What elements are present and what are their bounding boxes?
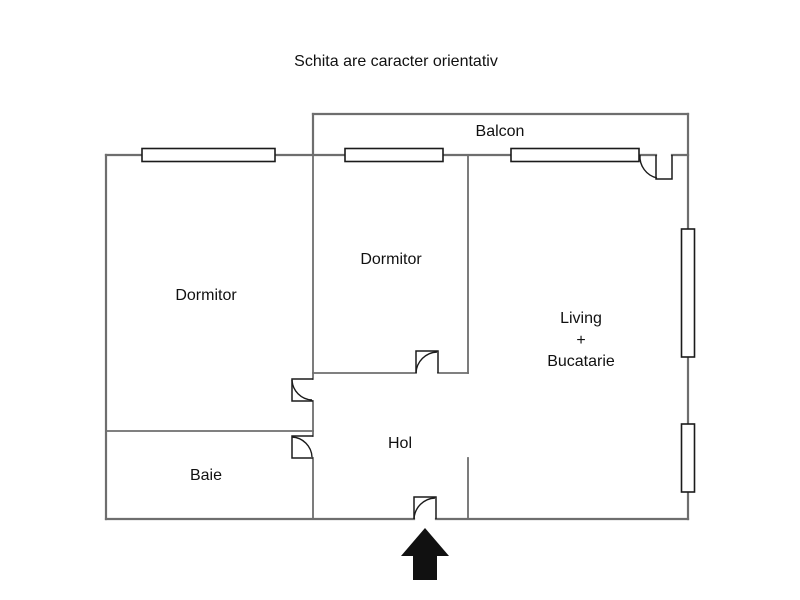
room-label-living: Living xyxy=(560,310,602,327)
doors xyxy=(291,154,673,520)
door-baie-jamb xyxy=(291,435,313,459)
door-dormitor-left xyxy=(291,378,313,402)
room-labels: Dormitor Dormitor Balcon Living + Bucata… xyxy=(175,123,615,484)
door-dormitor-mid-jamb xyxy=(415,350,439,373)
door-balcony-living-arc xyxy=(639,154,658,179)
room-label-hol: Hol xyxy=(388,435,412,452)
windows xyxy=(141,147,696,493)
door-entrance-jamb xyxy=(413,496,437,519)
door-dormitor-mid xyxy=(415,350,439,374)
room-label-balcon: Balcon xyxy=(476,123,525,140)
door-entrance-arc xyxy=(413,497,436,520)
door-baie-arc xyxy=(291,436,313,458)
room-label-dormitor-left: Dormitor xyxy=(175,287,237,304)
door-dormitor-left-arc xyxy=(291,379,313,401)
room-label-living-plus: + xyxy=(576,332,585,349)
door-balcony-living-jamb xyxy=(655,155,673,180)
door-dormitor-mid-arc xyxy=(415,351,438,374)
window-living-right-upper xyxy=(680,228,696,358)
window-dormitor-mid xyxy=(344,147,444,163)
page-title: Schita are caracter orientativ xyxy=(294,53,498,70)
door-baie xyxy=(291,435,313,459)
room-label-bucatarie: Bucatarie xyxy=(547,353,615,370)
door-entrance xyxy=(413,496,437,520)
door-balcony-living xyxy=(639,154,673,180)
window-living-top xyxy=(510,147,640,163)
entrance-arrow xyxy=(401,528,449,580)
door-dormitor-left-jamb xyxy=(291,378,313,402)
entrance-arrow-icon xyxy=(401,528,449,580)
window-living-right-lower xyxy=(680,423,696,493)
room-label-baie: Baie xyxy=(190,467,222,484)
room-label-dormitor-mid: Dormitor xyxy=(360,251,422,268)
interior-walls xyxy=(105,154,469,520)
window-dormitor-left xyxy=(141,147,276,163)
